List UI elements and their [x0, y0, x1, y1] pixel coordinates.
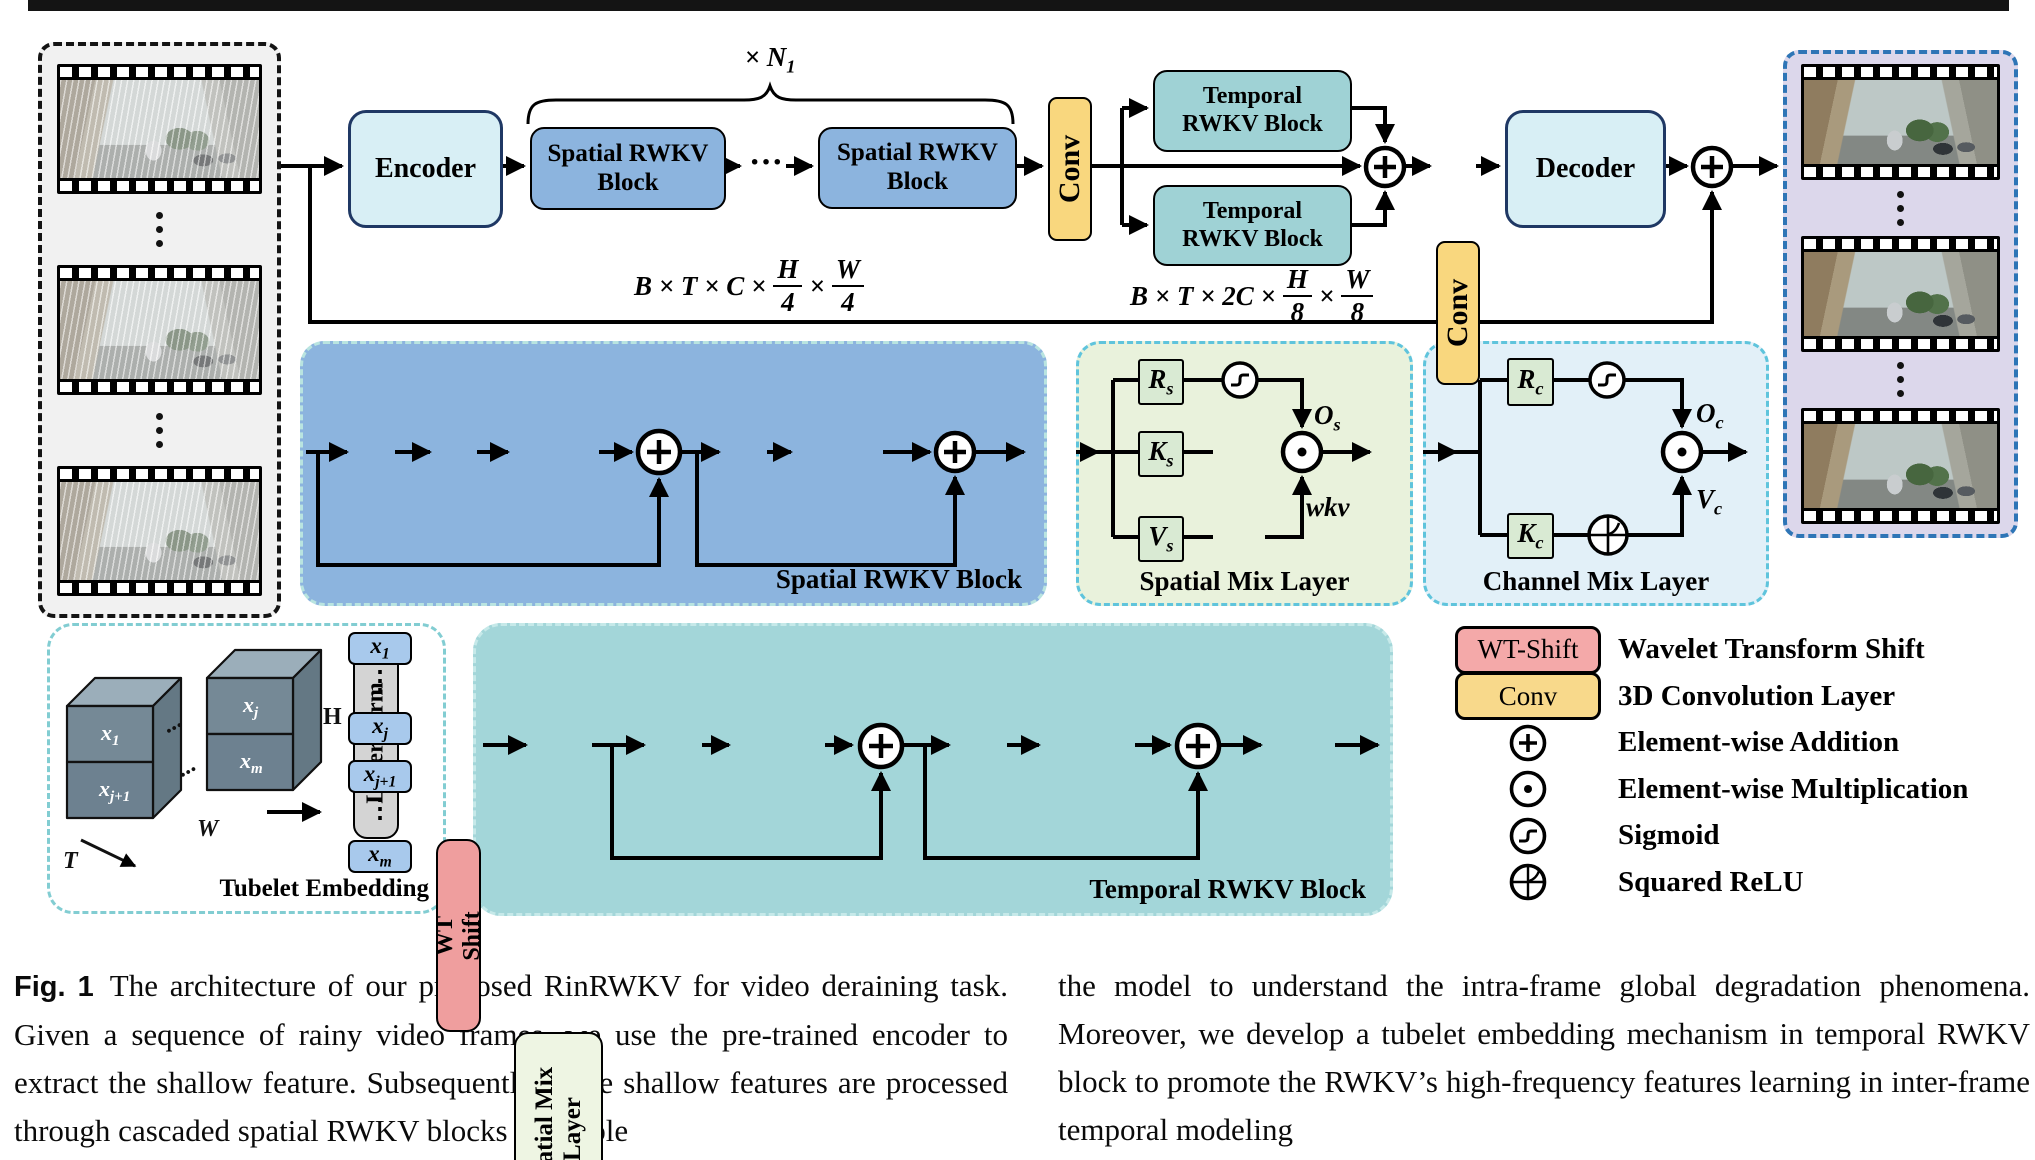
- wt-shift-swatch: WT-Shift: [1455, 625, 1601, 674]
- film-sprockets-icon: [60, 382, 259, 392]
- conv-box-1: Conv: [1048, 97, 1092, 241]
- kc-box: Kc: [1507, 513, 1554, 559]
- token-ellipsis-2: ⋮: [367, 794, 393, 823]
- output-derained-frames-box: [1783, 50, 2018, 538]
- oc-output-label: Oc: [1696, 398, 1724, 433]
- cube-label-xj1: xj+1: [98, 776, 130, 805]
- legend-row-conv: Conv 3D Convolution Layer: [1438, 672, 2012, 721]
- film-sprockets-icon: [1804, 238, 1997, 249]
- encoder-box: Encoder: [348, 110, 503, 228]
- conv-box-2: Conv: [1436, 241, 1480, 385]
- rainy-film-strip: [57, 64, 262, 194]
- clean-street-frame: [1804, 251, 1997, 336]
- dot-product-icon: [1509, 770, 1547, 808]
- token-xj1: xj+1: [348, 760, 412, 793]
- top-rule-divider: [28, 0, 2009, 11]
- film-sprockets-icon: [60, 268, 259, 278]
- rainy-film-strip: [57, 466, 262, 596]
- plus-circle-icon: [1509, 724, 1547, 761]
- rainy-street-frame: [60, 281, 259, 379]
- conv-swatch: Conv: [1455, 672, 1601, 721]
- film-sprockets-icon: [1804, 338, 1997, 349]
- os-output-label: Os: [1314, 400, 1341, 435]
- clean-film-strip: [1801, 235, 2000, 352]
- axis-w-label: W: [197, 816, 220, 842]
- vc-label: Vc: [1696, 484, 1723, 519]
- legend-row-wt-shift: WT-Shift Wavelet Transform Shift: [1438, 625, 2012, 674]
- vertical-ellipsis-icon: [156, 413, 163, 448]
- figure-number-label: Fig. 1: [14, 971, 94, 1003]
- token-ellipsis-1: ⋮: [367, 666, 393, 695]
- ks-box: Ks: [1138, 431, 1184, 477]
- legend-rows: WT-Shift Wavelet Transform Shift Conv 3D…: [1438, 620, 2012, 912]
- rainy-street-frame: [60, 482, 259, 580]
- clean-film-strip: [1801, 407, 2000, 524]
- legend-row-addition: Element-wise Addition: [1438, 720, 2012, 766]
- legend-row-squared-relu: Squared ReLU: [1438, 859, 2012, 905]
- legend-row-sigmoid: Sigmoid: [1438, 813, 2012, 859]
- rs-box: Rs: [1138, 359, 1184, 405]
- spatial-mix-panel-title: Spatial Mix Layer: [1139, 566, 1350, 596]
- clean-film-strip: [1801, 64, 2000, 181]
- film-sprockets-icon: [60, 181, 259, 191]
- axis-h-label: H: [323, 704, 342, 730]
- wkv-label: wkv: [1306, 492, 1350, 522]
- vs-box: Vs: [1138, 516, 1184, 562]
- vertical-ellipsis-icon: [156, 212, 163, 247]
- temporal-panel-title: Temporal RWKV Block: [1089, 874, 1366, 904]
- sigmoid-icon: [1509, 817, 1547, 855]
- temporal-rwkv-block-panel: Temporal RWKV Block: [473, 623, 1393, 916]
- rc-box: Rc: [1507, 358, 1554, 406]
- input-rainy-frames-box: [38, 42, 281, 618]
- spatial-mix-layer-panel: Spatial Mix Layer: [1076, 341, 1413, 606]
- rainy-film-strip: [57, 265, 262, 395]
- vertical-ellipsis-icon: [1897, 190, 1904, 226]
- clean-street-frame: [1804, 80, 1997, 165]
- film-sprockets-icon: [60, 67, 259, 77]
- axis-t-label: T: [63, 848, 79, 874]
- repeat-n1-label: × N1: [744, 42, 796, 77]
- token-x1: x1: [348, 632, 412, 665]
- film-sprockets-icon: [1804, 67, 1997, 78]
- cube-label-xj: xj: [242, 692, 259, 721]
- squared-relu-icon: [1509, 864, 1547, 901]
- token-xj: xj: [348, 712, 412, 745]
- tubelet-cubes-illustration: x1 xj+1 xj xm ··· ··· H W T: [63, 648, 342, 874]
- decoder-box: Decoder: [1505, 110, 1666, 228]
- film-sprockets-icon: [60, 469, 259, 479]
- spatial-rwkv-block-panel: Spatial RWKV Block: [300, 341, 1047, 606]
- figure-caption-right-column: the model to understand the intra-frame …: [1058, 968, 2030, 1147]
- clean-street-frame: [1804, 423, 1997, 508]
- cube-label-x1: x1: [100, 720, 120, 749]
- legend-row-multiplication: Element-wise Multiplication: [1438, 766, 2012, 812]
- rainy-street-frame: [60, 80, 259, 178]
- wt-shift-box: WT Shift: [432, 839, 485, 1032]
- film-sprockets-icon: [1804, 410, 1997, 421]
- film-sprockets-icon: [1804, 167, 1997, 178]
- axis-t-arrow: [80, 838, 137, 868]
- token-xm: xm: [348, 840, 412, 873]
- cascade-ellipsis: ···: [748, 144, 784, 181]
- tubelet-panel-title: Tubelet Embedding: [219, 875, 429, 902]
- film-sprockets-icon: [60, 583, 259, 593]
- vertical-ellipsis-icon: [1897, 362, 1904, 398]
- film-sprockets-icon: [1804, 510, 1997, 521]
- channel-mix-panel-title: Channel Mix Layer: [1482, 566, 1710, 596]
- cube-label-xm: xm: [239, 748, 263, 777]
- spatial-rwkv-panel-title: Spatial RWKV Block: [775, 564, 1022, 594]
